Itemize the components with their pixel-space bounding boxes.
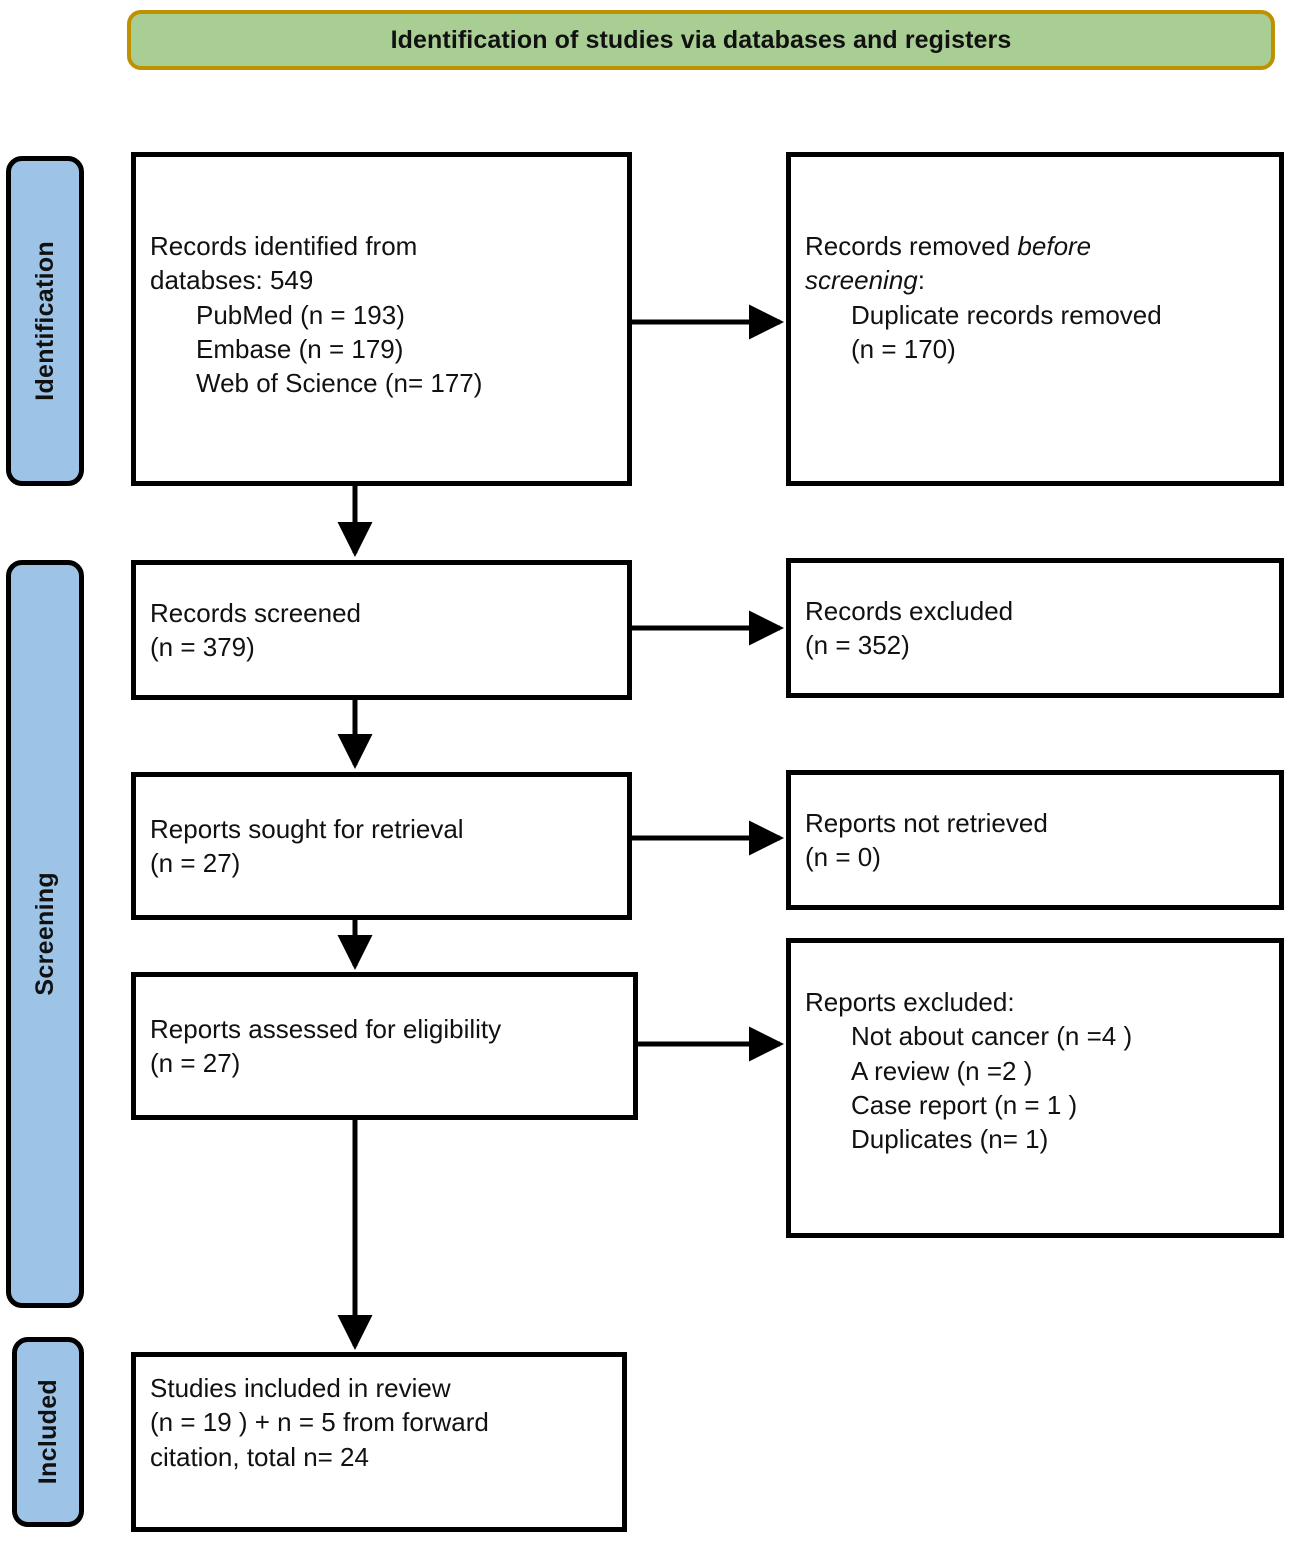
reports-excluded-reason-not-about-cancer: Not about cancer (n =4 ) [851,1021,1133,1052]
records-screened-count: (n = 379) [150,632,255,662]
records-identified-source-embase: Embase (n = 179) [196,333,404,364]
records-identified-source-pubmed: PubMed (n = 193) [196,299,405,330]
box-reports-assessed-for-eligibility: Reports assessed for eligibility (n = 27… [131,972,638,1120]
stage-bar-identification: Identification [6,156,84,486]
diagram-title: Identification of studies via databases … [390,25,1012,54]
reports-excluded-heading: Reports excluded: [805,987,1015,1017]
stage-label-identification: Identification [30,241,59,401]
records-excluded-label: Records excluded [805,595,1014,626]
reports-not-retrieved-label: Reports not retrieved [805,807,1048,838]
records-removed-duplicates-count: (n = 170) [851,333,956,364]
records-identified-line-2: databses: 549 [150,265,314,296]
records-removed-emphasis-before: before [1017,231,1092,261]
box-studies-included-in-review: Studies included in review (n = 19 ) + n… [131,1352,627,1532]
reports-assessed-count: (n = 27) [150,1048,241,1078]
records-removed-colon: : [917,265,925,296]
records-excluded-count: (n = 352) [805,630,910,660]
reports-sought-count: (n = 27) [150,848,241,878]
records-removed-emphasis-screening: screening [805,265,918,296]
records-removed-text-pre: Records removed [805,231,1018,261]
studies-included-total: citation, total n= 24 [150,1441,369,1472]
reports-assessed-label: Reports assessed for eligibility [150,1013,502,1044]
reports-excluded-reason-case-report: Case report (n = 1 ) [851,1089,1078,1120]
reports-sought-label: Reports sought for retrieval [150,813,464,844]
records-removed-duplicates-label: Duplicate records removed [851,299,1162,330]
box-records-screened: Records screened (n = 379) [131,560,632,700]
box-reports-excluded: Reports excluded: Not about cancer (n =4… [786,938,1284,1238]
reports-not-retrieved-count: (n = 0) [805,842,881,872]
box-records-excluded: Records excluded (n = 352) [786,558,1284,698]
stage-bar-screening: Screening [6,560,84,1308]
records-removed-line-2: screening: [805,263,1265,297]
box-reports-not-retrieved: Reports not retrieved (n = 0) [786,770,1284,910]
reports-excluded-reason-duplicates: Duplicates (n= 1) [851,1124,1049,1155]
box-reports-sought-for-retrieval: Reports sought for retrieval (n = 27) [131,772,632,920]
stage-label-screening: Screening [30,872,59,996]
stage-bar-included: Included [12,1337,84,1527]
stage-label-included: Included [33,1379,62,1485]
records-identified-line-1: Records identified from [150,231,418,261]
diagram-header-banner: Identification of studies via databases … [127,10,1275,70]
box-records-removed-before-screening: Records removed before screening: Duplic… [786,152,1284,486]
studies-included-label: Studies included in review [150,1373,451,1403]
records-identified-source-web-of-science: Web of Science (n= 177) [196,368,483,399]
studies-included-count: (n = 19 ) + n = 5 from forward [150,1407,489,1438]
reports-excluded-reason-a-review: A review (n =2 ) [851,1055,1033,1086]
records-screened-label: Records screened [150,597,361,628]
box-records-identified: Records identified from databses: 549 Pu… [131,152,632,486]
records-removed-line-1: Records removed before [805,229,1265,263]
